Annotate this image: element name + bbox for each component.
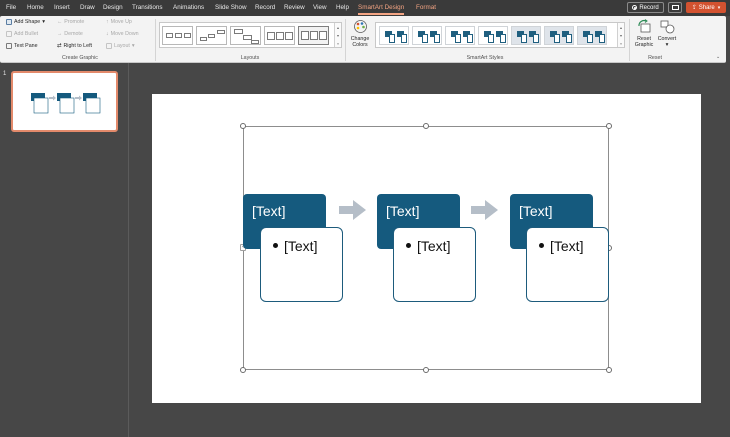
comments-button[interactable] [668,2,682,13]
style-option[interactable] [478,26,508,45]
style-option[interactable] [577,26,607,45]
add-shape-icon [6,19,12,25]
chevron-up-icon: ▴ [619,24,622,30]
process-body-3[interactable]: [Text] [526,227,609,302]
menu-bar: File Home Insert Draw Design Transitions… [0,0,730,16]
chevron-up-icon: ▴ [336,24,339,30]
layout-icon [106,43,112,49]
collapse-ribbon-button[interactable]: ⌄ [716,54,720,60]
style-option[interactable] [511,26,541,45]
tab-help[interactable]: Help [336,4,349,11]
ribbon: Add Shape ▾ Add Bullet Text Pane ← Promo… [0,16,726,63]
layout-option-selected[interactable] [298,26,329,45]
right-to-left-button[interactable]: ⇄ Right to Left [57,43,93,49]
chevron-left-icon: ‹ [242,244,244,250]
resize-handle[interactable] [606,367,612,373]
tab-smartart-design[interactable]: SmartArt Design [358,4,405,15]
text-pane-button[interactable]: Text Pane [6,43,38,49]
resize-handle[interactable] [606,123,612,129]
tab-home[interactable]: Home [27,4,44,11]
smartart-styles-gallery[interactable]: ▴ ▾ ▿ [375,22,625,48]
bullet-icon [539,242,544,248]
chevron-down-icon: ⌄ [716,54,721,60]
style-option[interactable] [544,26,574,45]
style-option[interactable] [379,26,409,45]
more-icon: ▿ [619,40,622,46]
share-icon: ⇪ [691,5,697,11]
tab-draw[interactable]: Draw [80,4,95,11]
arrow-left-icon: ← [57,19,63,25]
resize-handle[interactable] [240,123,246,129]
bullet-icon [406,242,411,248]
tab-transitions[interactable]: Transitions [132,4,163,11]
resize-handle[interactable] [423,367,429,373]
layout-option[interactable] [264,26,295,45]
share-button[interactable]: ⇪ Share ▾ [686,2,726,13]
chevron-down-icon: ▾ [665,42,669,48]
more-icon: ▿ [336,40,339,46]
style-option[interactable] [412,26,442,45]
tab-review[interactable]: Review [284,4,305,11]
slide-number: 1 [3,71,7,77]
add-shape-button[interactable]: Add Shape ▾ [6,19,45,25]
tab-record[interactable]: Record [255,4,276,11]
right-to-left-icon: ⇄ [57,43,62,49]
process-body-2[interactable]: [Text] [393,227,476,302]
styles-gallery-scroll[interactable]: ▴ ▾ ▿ [617,23,624,47]
reset-group-label: Reset [648,55,662,61]
style-option[interactable] [445,26,475,45]
resize-handle[interactable] [240,367,246,373]
tab-view[interactable]: View [313,4,327,11]
layouts-gallery-scroll[interactable]: ▴ ▾ ▿ [334,23,341,47]
layouts-group-label: Layouts [240,55,260,61]
create-graphic-group-label: Create Graphic [62,55,98,61]
arrow-down-icon: ↓ [106,31,109,37]
promote-button[interactable]: ← Promote [57,19,85,25]
convert-icon [660,20,674,34]
tab-insert[interactable]: Insert [54,4,70,11]
add-bullet-icon [6,31,12,37]
demote-button[interactable]: → Demote [57,31,83,37]
chevron-down-icon: ▾ [717,4,721,11]
reset-graphic-button[interactable]: Reset Graphic [631,19,657,48]
convert-button[interactable]: Convert ▾ [656,19,678,48]
palette-icon [353,20,367,33]
chevron-down-icon: ▾ [131,43,135,49]
move-up-button[interactable]: ↑ Move Up [106,19,132,25]
process-body-1[interactable]: [Text] [260,227,343,302]
comment-icon [671,5,679,10]
record-icon [632,5,638,10]
layout-option[interactable] [230,26,261,45]
chevron-down-icon: ▾ [336,32,339,38]
resize-handle[interactable] [423,123,429,129]
tab-file[interactable]: File [6,4,17,11]
arrow-right-icon [339,200,366,220]
layout-option[interactable] [196,26,227,45]
arrow-up-icon: ↑ [106,19,109,25]
chevron-down-icon: ▾ [42,19,45,25]
change-colors-button[interactable]: Change Colors [347,19,373,48]
tab-animations[interactable]: Animations [173,4,205,11]
layout-button[interactable]: Layout ▾ [106,43,135,49]
tab-format[interactable]: Format [416,4,436,11]
thumbnail-preview [31,93,101,114]
layouts-gallery[interactable]: ▴ ▾ ▿ [159,22,342,48]
tab-design[interactable]: Design [103,4,123,11]
add-bullet-button[interactable]: Add Bullet [6,31,38,37]
text-pane-icon [6,43,12,49]
record-button[interactable]: Record [627,2,664,13]
chevron-down-icon: ▾ [619,32,622,38]
slide-thumbnail[interactable] [11,71,118,132]
arrow-right-icon: → [57,31,63,37]
smartart-styles-group-label: SmartArt Styles [466,55,504,61]
layout-option[interactable] [162,26,193,45]
bullet-icon [273,242,278,248]
arrow-right-icon [471,200,498,220]
move-down-button[interactable]: ↓ Move Down [106,31,139,37]
tab-slide-show[interactable]: Slide Show [215,4,247,11]
reset-graphic-icon [637,19,650,33]
